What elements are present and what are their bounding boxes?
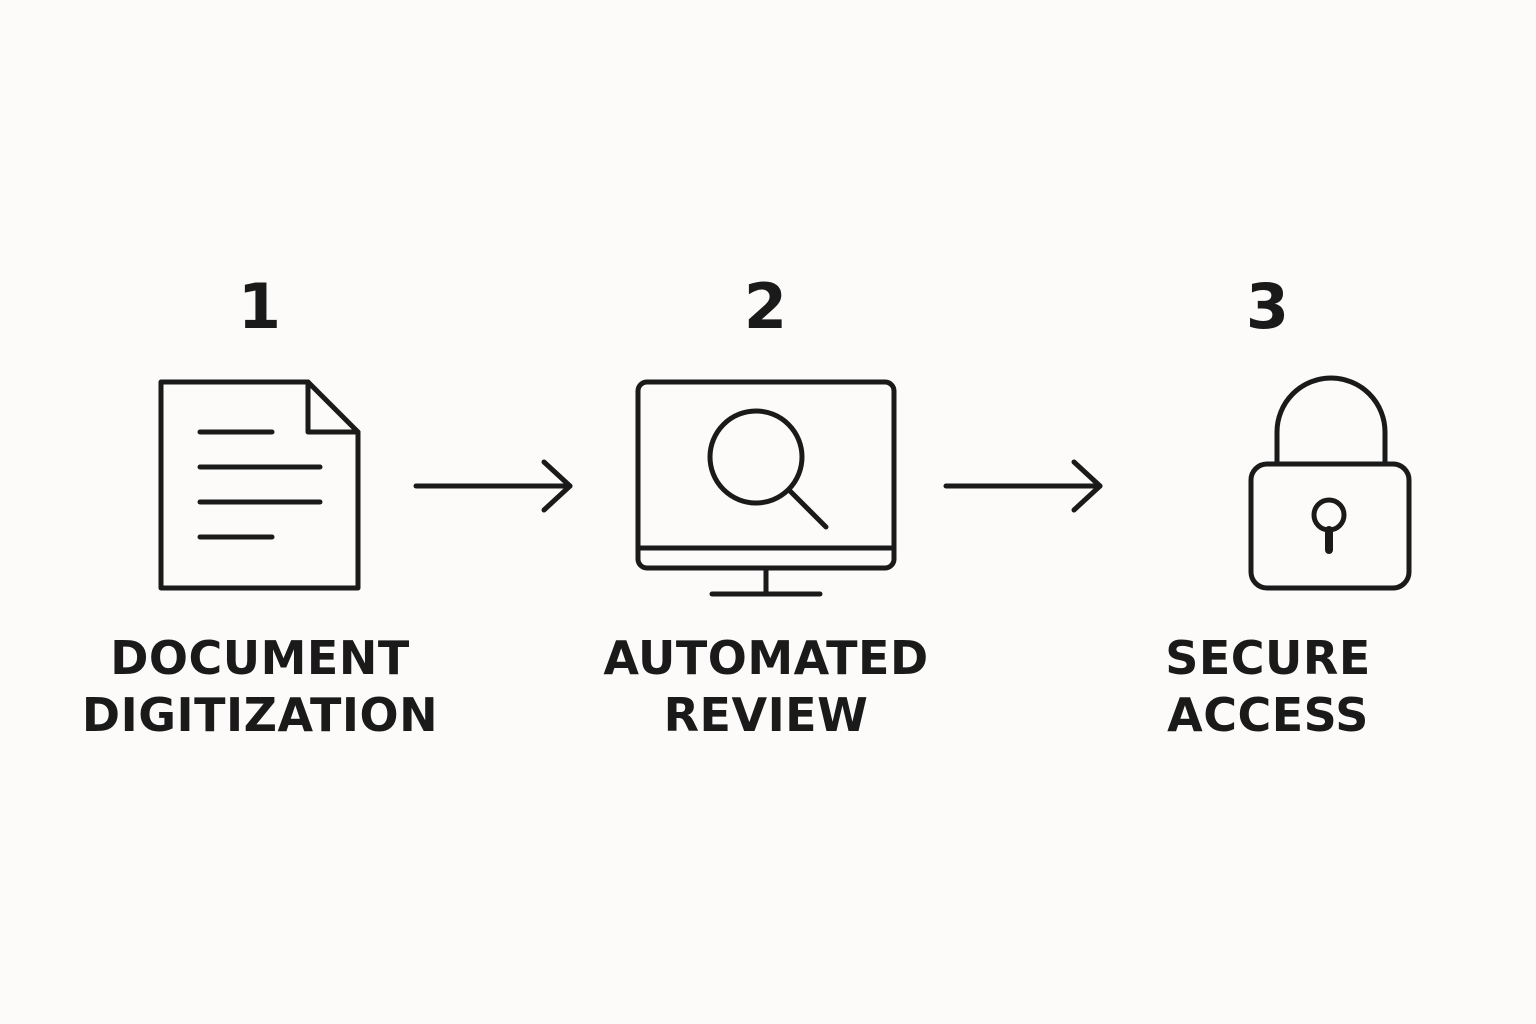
step-label-line: SECURE <box>1165 631 1371 685</box>
step-label: SECURE ACCESS <box>1165 630 1371 744</box>
step-label-line: DOCUMENT <box>110 631 410 685</box>
step-label-line: ACCESS <box>1167 688 1369 742</box>
step-automated-review: 2 AUTOMATED REVIEW <box>556 270 976 744</box>
step-label: DOCUMENT DIGITIZATION <box>82 630 438 744</box>
step-label-line: DIGITIZATION <box>81 688 439 742</box>
step-secure-access: 3 SECURE ACCESS <box>1058 270 1478 744</box>
document-icon <box>110 370 410 610</box>
monitor-magnifier-icon <box>616 370 916 610</box>
step-number: 3 <box>1245 270 1291 343</box>
padlock-icon <box>1118 370 1418 610</box>
step-label: AUTOMATED REVIEW <box>603 630 928 744</box>
step-number: 1 <box>237 270 283 343</box>
arrow-right-icon <box>410 456 580 516</box>
step-label-line: REVIEW <box>663 688 869 742</box>
step-number: 2 <box>743 270 789 343</box>
step-document-digitization: 1 DOCUMENT DIGITIZATION <box>50 270 470 744</box>
step-label-line: AUTOMATED <box>603 631 929 685</box>
arrow-right-icon <box>940 456 1110 516</box>
